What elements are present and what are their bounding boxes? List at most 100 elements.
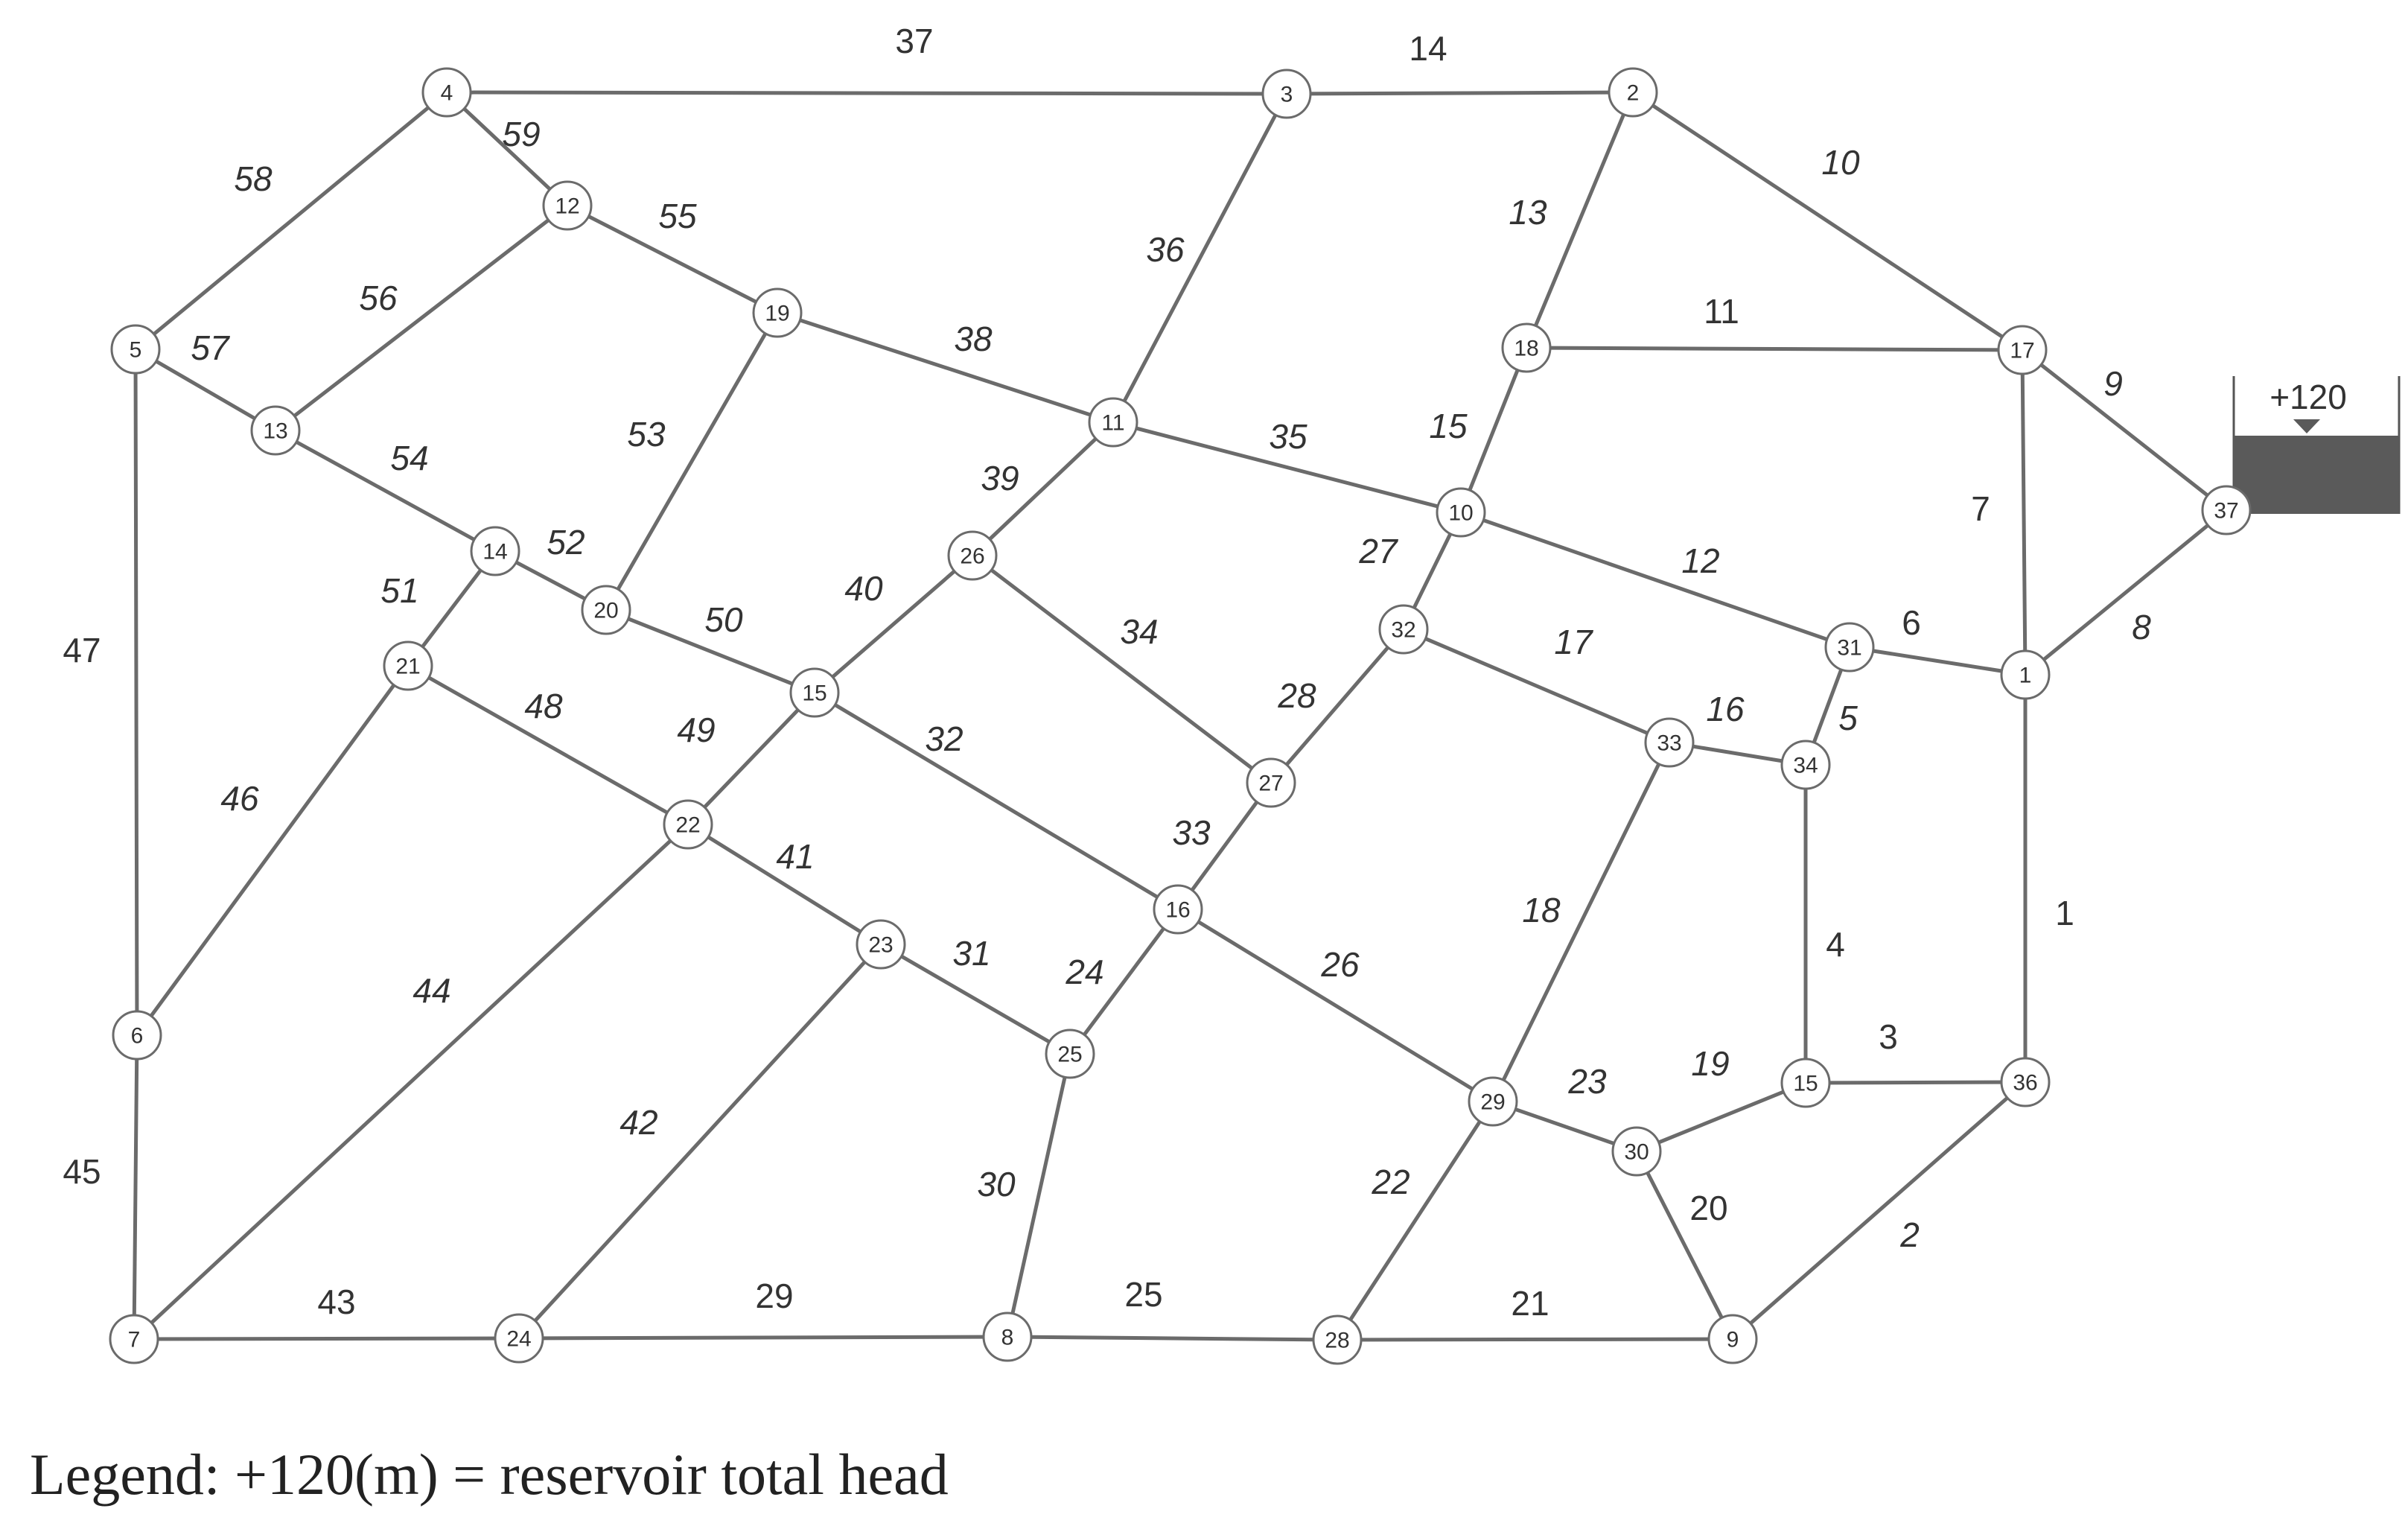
- reservoir: +120: [2232, 376, 2401, 514]
- pipe-label: 11: [1704, 292, 1739, 331]
- node-label: 9: [1727, 1328, 1739, 1352]
- pipe-label: 34: [1120, 612, 1158, 651]
- pipe-42: [517, 942, 883, 1341]
- pipe-label: 54: [390, 439, 428, 477]
- node-24: 24: [494, 1313, 544, 1364]
- node-label: 34: [1793, 754, 1818, 778]
- pipe-label: 49: [677, 710, 715, 749]
- node-circle: [542, 180, 593, 231]
- pipe-label: 23: [1567, 1062, 1607, 1101]
- pipe-24: [1068, 907, 1180, 1056]
- pipe-35: [1111, 420, 1463, 515]
- node-label: 29: [1480, 1090, 1505, 1115]
- pipe-38: [775, 311, 1115, 425]
- node-label: 6: [131, 1024, 144, 1049]
- node-label: 33: [1657, 731, 1681, 756]
- node-label: 12: [555, 194, 579, 219]
- pipe-39: [970, 420, 1115, 558]
- pipe-54: [273, 428, 497, 553]
- pipe-14: [1284, 90, 1635, 96]
- node-label: 10: [1448, 501, 1473, 526]
- pipe-18: [1491, 740, 1672, 1104]
- node-circle: [1611, 1126, 1662, 1177]
- node-circle: [470, 526, 520, 576]
- node-circle: [1608, 67, 1658, 118]
- pipe-label: 36: [1146, 230, 1185, 269]
- pipes-layer: [132, 90, 2229, 1342]
- node-label: 3: [1281, 83, 1293, 107]
- pipe-47: [133, 347, 139, 1037]
- pipe-label: 3: [1879, 1017, 1898, 1056]
- node-circle: [856, 919, 906, 970]
- pipe-8: [2023, 508, 2229, 677]
- pipe-label: 8: [2132, 608, 2151, 646]
- pipe-label: 9: [2103, 364, 2123, 403]
- node-circle: [1824, 622, 1875, 673]
- pipe-label: 47: [63, 631, 101, 670]
- node-circle: [112, 1010, 162, 1061]
- node-14: 14: [470, 526, 520, 576]
- pipe-label: 21: [1511, 1284, 1549, 1323]
- pipe-37: [445, 90, 1289, 96]
- node-9: 9: [1707, 1314, 1758, 1364]
- node-28: 28: [1312, 1314, 1363, 1365]
- node-3: 3: [1261, 69, 1312, 119]
- pipe-label: 46: [220, 779, 259, 818]
- water-level-marker-icon: [2293, 419, 2320, 433]
- node-label: 24: [506, 1327, 531, 1352]
- node-circle: [1246, 757, 1296, 808]
- node-circle: [663, 799, 713, 850]
- pipe-55: [565, 203, 780, 315]
- pipe-50: [604, 608, 817, 695]
- pipe-label: 24: [1065, 953, 1103, 991]
- node-label: 7: [128, 1328, 141, 1352]
- node-circle: [109, 1314, 159, 1364]
- pipe-label: 57: [191, 328, 230, 367]
- node-18: 18: [1501, 322, 1552, 373]
- node-label: 36: [2013, 1071, 2037, 1096]
- pipe-label: 56: [359, 279, 398, 317]
- node-circle: [494, 1313, 544, 1364]
- pipe-label: 39: [981, 459, 1019, 497]
- pipe-56: [273, 203, 570, 433]
- node-22: 22: [663, 799, 713, 850]
- pipe-label: 32: [925, 719, 963, 758]
- pipe-40: [812, 553, 975, 695]
- pipe-11: [1524, 346, 2025, 352]
- node-2: 2: [1608, 67, 1658, 118]
- pipe-57: [133, 347, 278, 433]
- pipe-31: [879, 942, 1072, 1056]
- node-label: 27: [1258, 772, 1283, 796]
- pipe-label: 16: [1706, 690, 1745, 728]
- pipe-21: [1335, 1337, 1735, 1342]
- pipe-25: [1005, 1335, 1340, 1342]
- node-circle: [982, 1312, 1033, 1362]
- pipe-label: 59: [502, 115, 540, 153]
- node-circle: [1088, 397, 1138, 448]
- pipe-label: 52: [547, 523, 585, 562]
- node-label: 1: [2019, 664, 2032, 688]
- pipe-6: [1847, 645, 2028, 677]
- node-26: 26: [947, 530, 998, 581]
- node-23: 23: [856, 919, 906, 970]
- pipe-label: 15: [1429, 407, 1468, 445]
- node-circle: [383, 640, 433, 691]
- node-circle: [1468, 1076, 1518, 1127]
- pipe-49: [686, 690, 817, 827]
- pipe-label: 55: [658, 197, 697, 235]
- pipe-23: [1491, 1099, 1639, 1154]
- node-label: 8: [1001, 1326, 1014, 1350]
- node-6: 6: [112, 1010, 162, 1061]
- pipe-label: 45: [63, 1152, 101, 1191]
- node-4: 4: [421, 67, 472, 118]
- node-19: 19: [752, 287, 803, 338]
- pipe-19: [1634, 1081, 1808, 1154]
- pipe-48: [406, 664, 690, 827]
- pipe-33: [1176, 781, 1273, 912]
- node-label: 15: [1793, 1072, 1818, 1096]
- pipe-28: [1269, 627, 1406, 785]
- node-11: 11: [1088, 397, 1138, 448]
- pipe-label: 37: [895, 22, 933, 60]
